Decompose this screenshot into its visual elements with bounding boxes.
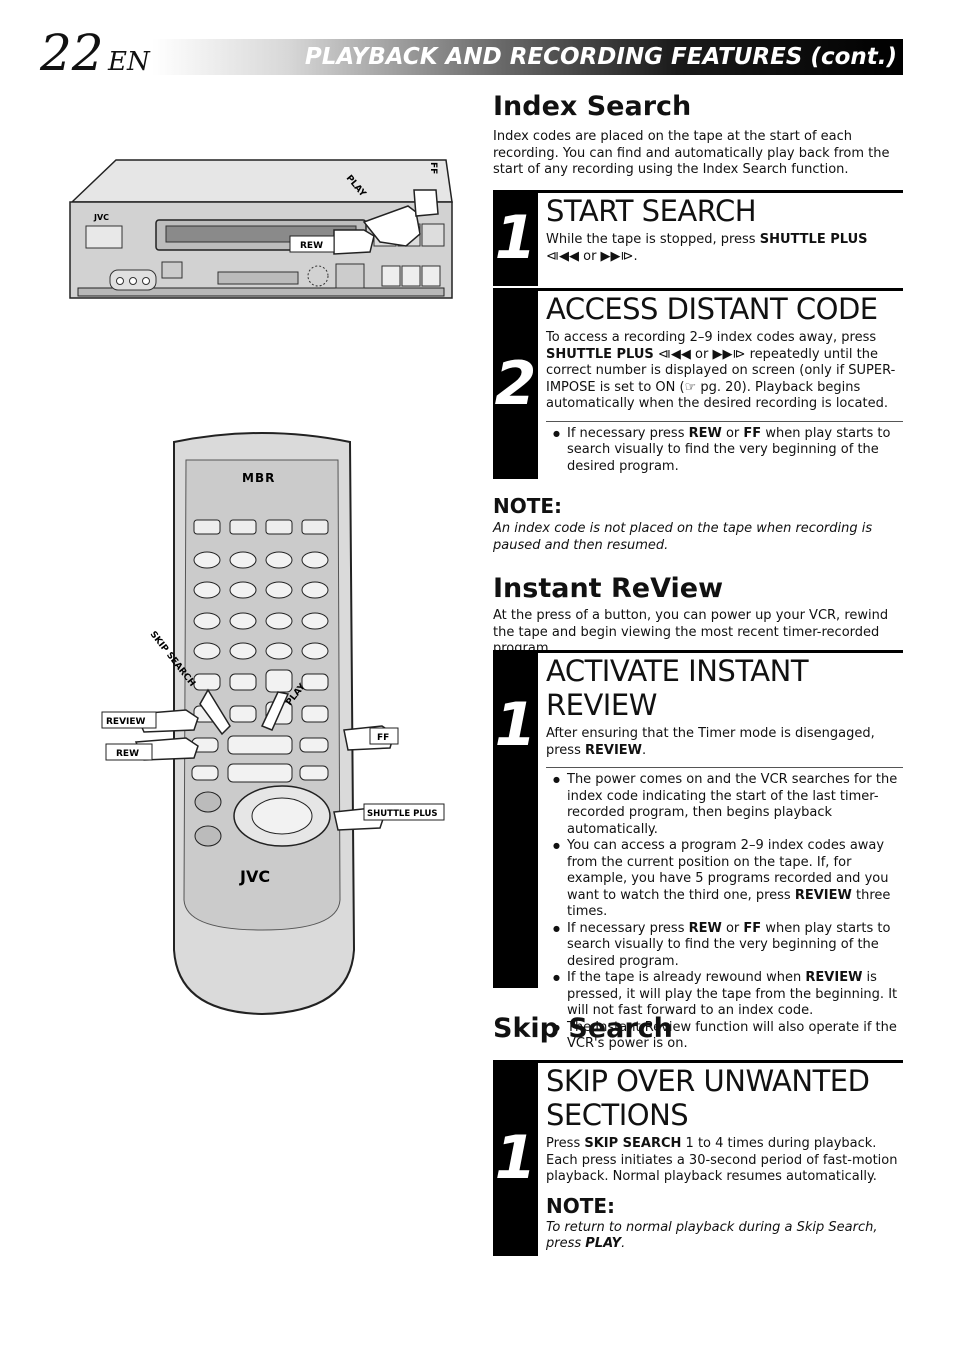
hand-pointer-icon [333, 229, 375, 255]
index-search-heading: Index Search [493, 91, 692, 122]
note-text: An index code is not placed on the tape … [493, 521, 873, 553]
step-number: 1 [493, 650, 538, 800]
step-text: To access a recording 2–9 index codes aw… [546, 330, 896, 411]
bullet-item: If necessary press REW or FF when play s… [546, 426, 903, 476]
remote-brand: JVC [239, 867, 270, 886]
step-number: 2 [493, 288, 538, 479]
vcr-top [70, 159, 453, 203]
remote-illustration: MBR JVC SKIP SEARCH PLAY REVIEW REW FF [101, 432, 445, 1016]
hand-pointer-icon [260, 691, 290, 731]
step-text: Press SKIP SEARCH 1 to 4 times during pl… [546, 1136, 898, 1184]
hand-pointer-icon [413, 189, 439, 217]
remote-label-review: REVIEW [106, 717, 146, 727]
bullet-item: The power comes on and the VCR searches … [546, 772, 903, 838]
page-title: PLAYBACK AND RECORDING FEATURES (cont.) [304, 44, 897, 70]
bullet-item: You can access a program 2–9 index codes… [546, 838, 903, 921]
step-title: START SEARCH [538, 190, 903, 228]
step-start-search: 1 START SEARCH While the tape is stopped… [493, 190, 903, 286]
step-title: ACTIVATE INSTANT REVIEW [538, 650, 903, 722]
skip-search-heading: Skip Search [493, 1013, 673, 1044]
hand-pointer-icon [199, 688, 231, 736]
index-search-intro: Index codes are placed on the tape at th… [493, 129, 890, 177]
bullet-item: If necessary press REW or FF when play s… [546, 921, 903, 971]
step-number: 1 [493, 190, 538, 286]
language-code: EN [108, 47, 150, 77]
instant-review-heading: Instant ReView [493, 573, 724, 604]
vcr-label-rew: REW [300, 241, 323, 251]
remote-logo: MBR [242, 471, 275, 485]
step-text: After ensuring that the Timer mode is di… [546, 726, 875, 758]
step-title: ACCESS DISTANT CODE [538, 288, 903, 326]
divider [546, 420, 903, 422]
bullet-item: If the tape is already rewound when REVI… [546, 970, 903, 1020]
note-text: To return to normal playback during a Sk… [546, 1219, 878, 1252]
step-number: 1 [493, 1060, 538, 1256]
divider [546, 767, 903, 768]
page-number: 22 [40, 24, 104, 82]
step-activate-instant-review: 1 ACTIVATE INSTANT REVIEW After ensuring… [493, 650, 903, 1051]
step-access-distant-code: 2 ACCESS DISTANT CODE To access a record… [493, 288, 903, 479]
header-bar: PLAYBACK AND RECORDING FEATURES (cont.) [152, 39, 903, 75]
note-heading: NOTE: [493, 494, 563, 518]
hand-pointer-icon [362, 205, 421, 247]
step-text: While the tape is stopped, press SHUTTLE… [546, 232, 868, 264]
vcr-label-ff: FF [428, 162, 438, 174]
note-heading: NOTE: [546, 1193, 616, 1218]
bullet-item: The Instant Review function will also op… [546, 1020, 903, 1053]
remote-label-shuttle-plus: SHUTTLE PLUS [367, 809, 437, 819]
remote-label-rew: REW [116, 749, 139, 759]
remote-label-ff: FF [377, 733, 389, 743]
vcr-illustration: JVC PLAY FF REW [69, 159, 453, 299]
vcr-brand: JVC [93, 213, 109, 222]
